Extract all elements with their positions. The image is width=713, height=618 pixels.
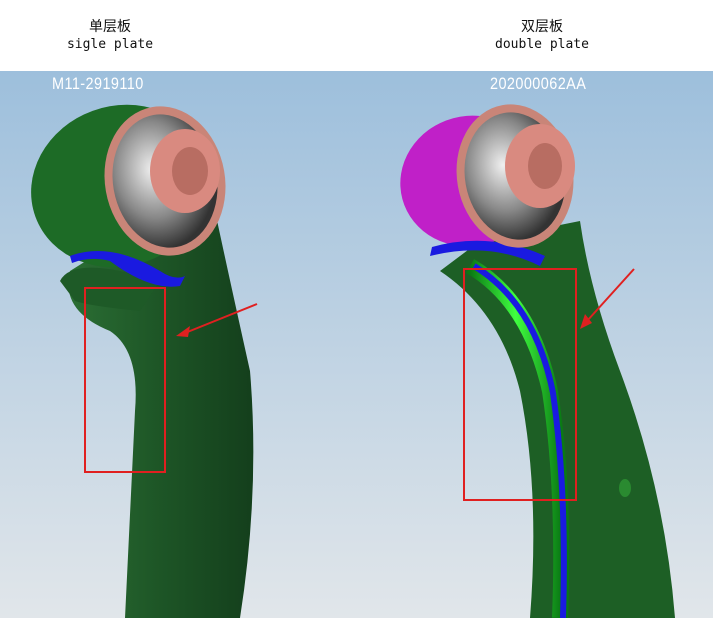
right-title-zh: 双层板 [521,19,563,35]
right-blue-plate [472,263,567,618]
left-caption: 单层板 sigle plate [40,18,180,54]
left-blue-plate-edge [70,251,185,287]
right-caption: 双层板 double plate [472,18,612,54]
left-arrow [184,303,258,334]
left-control-arm [31,104,258,618]
right-part-number: 202000062AA [490,74,587,93]
right-highlight-box [463,268,577,501]
left-title-en: sigle plate [66,37,154,52]
right-control-arm [400,104,675,618]
left-title-zh: 单层板 [89,19,131,35]
cad-render [0,71,713,618]
right-title-en: double plate [495,37,589,52]
left-part-number: M11-2919110 [52,74,144,93]
left-highlight-box [84,287,166,473]
right-arrow [586,268,635,322]
